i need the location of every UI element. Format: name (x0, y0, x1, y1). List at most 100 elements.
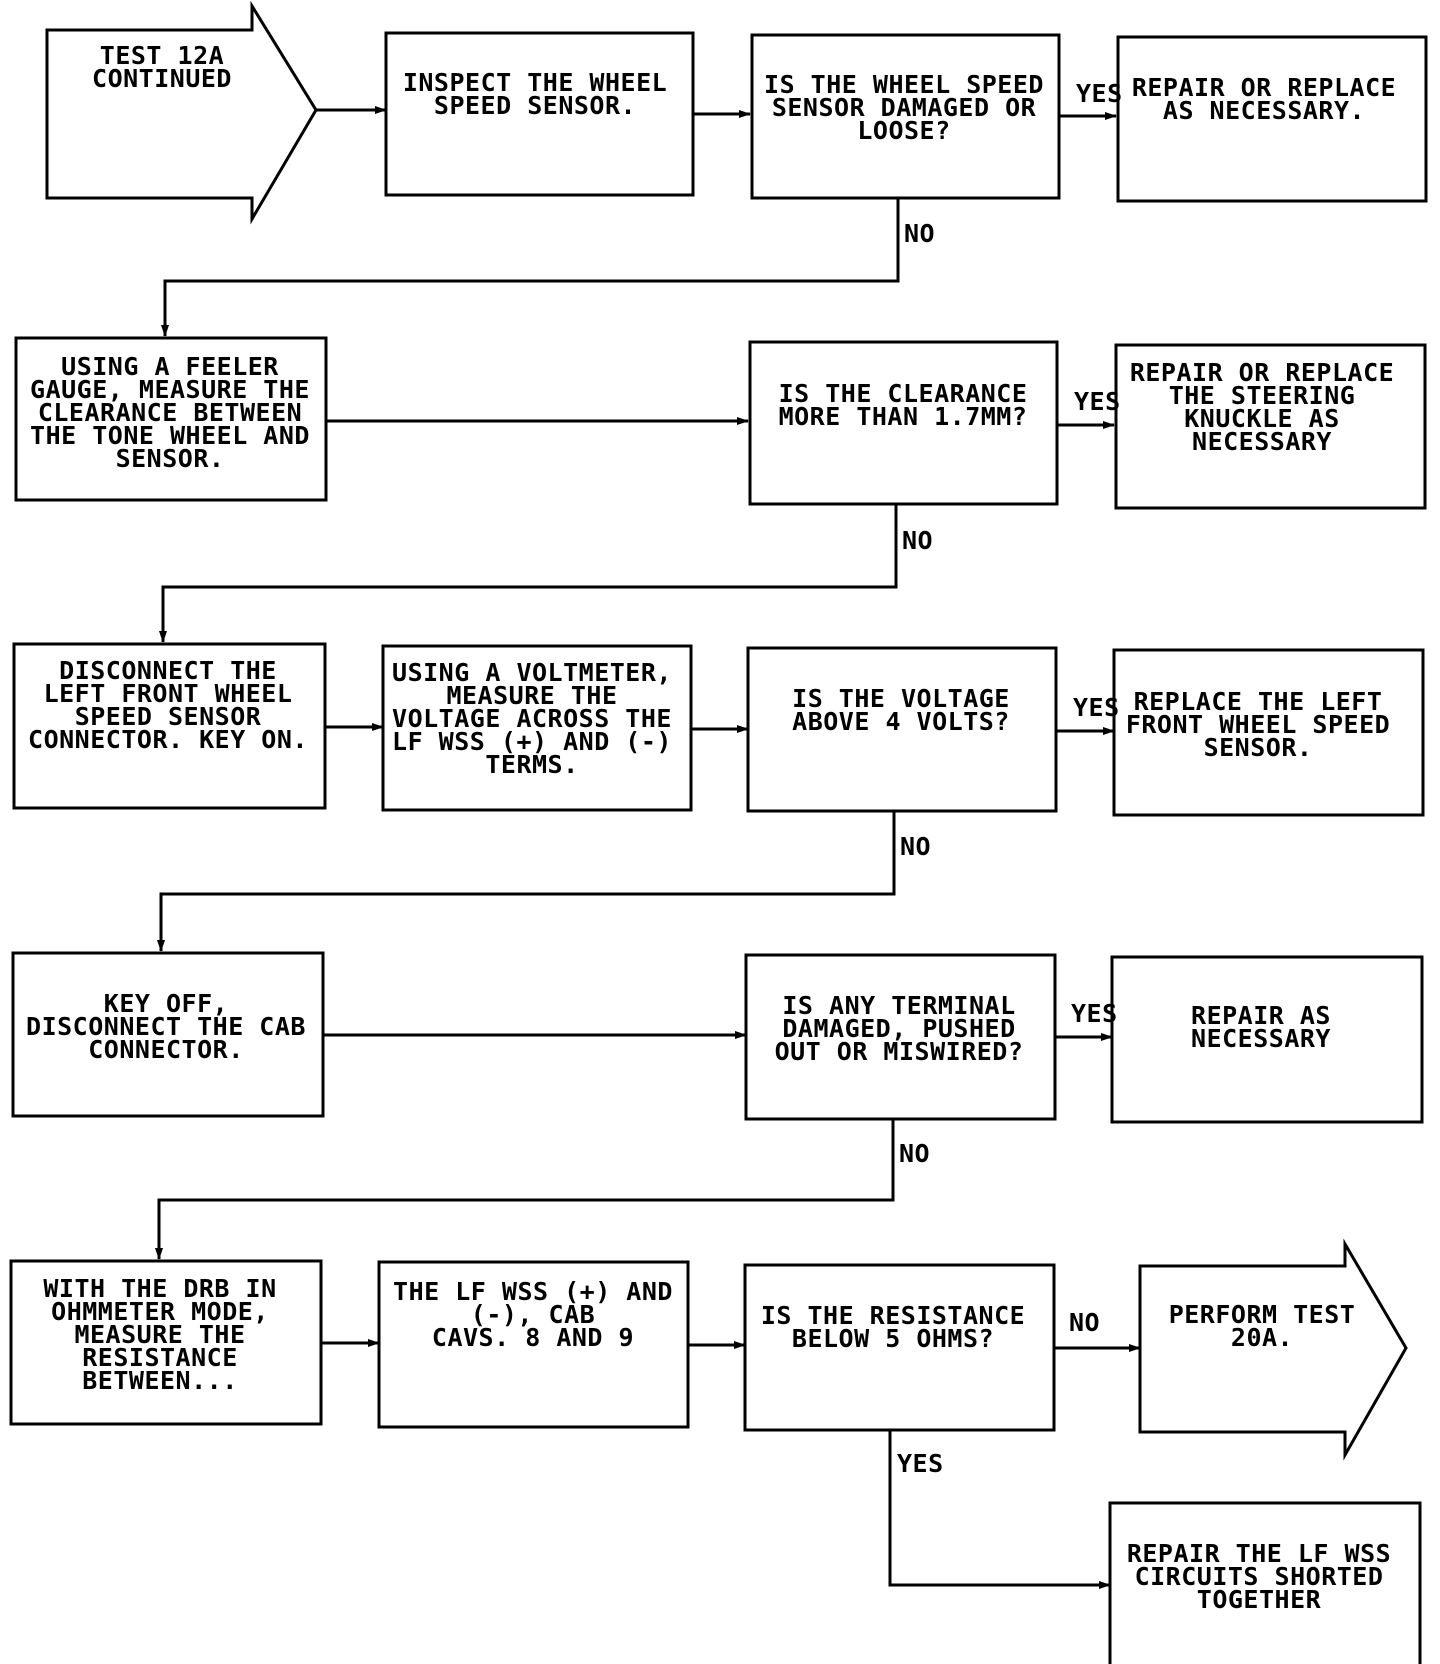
text-line: BETWEEN... (82, 1366, 238, 1395)
edge-label-yes-2: YES (1074, 387, 1121, 416)
text-line: SPEED SENSOR (75, 702, 262, 731)
text-line: TERMS. (485, 750, 578, 779)
text-line: IS THE VOLTAGE (792, 684, 1010, 713)
text-line: DISCONNECT THE (59, 656, 277, 685)
text-line: USING A VOLTMETER, (392, 658, 672, 687)
text-line: REPLACE THE LEFT (1134, 687, 1383, 716)
text-line: PERFORM TEST (1169, 1300, 1356, 1329)
text-line: OHMMETER MODE, (51, 1297, 269, 1326)
text-line: REPAIR OR REPLACE (1132, 73, 1396, 102)
text-line: CONNECTOR. KEY ON. (28, 725, 308, 754)
text-line: VOLTAGE ACROSS THE (392, 704, 672, 733)
text-line: KEY OFF, (104, 989, 228, 1018)
edge-label-no-4: NO (899, 1139, 930, 1168)
box-question-voltage (746, 646, 1058, 813)
shapes (9, 0, 1428, 1664)
text-line: CONNECTOR. (88, 1035, 244, 1064)
text-line: THE LF WSS (+) AND (393, 1277, 673, 1306)
text-line: SENSOR DAMAGED OR (772, 93, 1037, 122)
edge-label-no-2: NO (902, 526, 933, 555)
text-line: THE TONE WHEEL AND (30, 421, 310, 450)
text-line: 20A. (1231, 1323, 1293, 1352)
text-line: MEASURE THE (446, 681, 617, 710)
text-line: THE STEERING (1169, 381, 1356, 410)
box-question-clearance (748, 340, 1059, 506)
box-repair-replace (1116, 35, 1428, 203)
text-line: REPAIR THE LF WSS (1127, 1539, 1391, 1568)
box-ohmmeter (9, 1259, 323, 1426)
text-line: SENSOR. (1204, 733, 1313, 762)
text-line: INSPECT THE WHEEL (403, 68, 667, 97)
text-line: DISCONNECT THE CAB (26, 1012, 306, 1041)
text-line: IS THE CLEARANCE (779, 379, 1028, 408)
text-line: LOOSE? (857, 116, 950, 145)
box-cab-cavs (377, 1260, 690, 1429)
edge-label-no-3: NO (900, 832, 931, 861)
edge-label-yes-3: YES (1073, 693, 1120, 722)
text-line: LEFT FRONT WHEEL (44, 679, 293, 708)
connector-no-3 (157, 811, 896, 952)
text-line: MORE THAN 1.7MM? (779, 402, 1028, 431)
text-line: SPEED SENSOR. (434, 91, 636, 120)
connector-no-1 (161, 198, 900, 337)
connector-no-4 (155, 1119, 895, 1260)
connector-no-2 (159, 504, 898, 643)
start-arrow-shape (45, 0, 318, 225)
text-line: NECESSARY (1191, 1024, 1331, 1053)
box-repair-circuits (1108, 1501, 1422, 1664)
text-line: WITH THE DRB IN (43, 1274, 276, 1303)
text-line: SENSOR. (116, 444, 225, 473)
text-line: GAUGE, MEASURE THE (30, 375, 310, 404)
text-line: KNUCKLE AS (1184, 404, 1340, 433)
edge-label-no-1: NO (904, 219, 935, 248)
text-line: IS THE WHEEL SPEED (764, 70, 1044, 99)
text-line: RESISTANCE (82, 1343, 238, 1372)
box-inspect-sensor (384, 31, 695, 197)
text-line: IS THE RESISTANCE (761, 1301, 1025, 1330)
text-line: MEASURE THE (74, 1320, 245, 1349)
text-line: ABOVE 4 VOLTS? (792, 707, 1010, 736)
box-feeler-gauge (14, 336, 328, 502)
text-line: IS ANY TERMINAL (782, 991, 1015, 1020)
text-line: CONTINUED (92, 64, 232, 93)
text-line: REPAIR AS (1191, 1001, 1331, 1030)
edge-label-yes-1: YES (1076, 79, 1123, 108)
box-question-terminal (744, 953, 1057, 1121)
edge-label-yes-5: YES (897, 1449, 944, 1478)
text-line: USING A FEELER (61, 352, 279, 381)
box-disconnect-sensor (12, 642, 327, 810)
text-line: CIRCUITS SHORTED (1135, 1562, 1384, 1591)
connectors (155, 106, 1141, 1589)
box-repair-knuckle (1114, 343, 1427, 510)
text-line: FRONT WHEEL SPEED (1126, 710, 1390, 739)
end-arrow-shape (1138, 1238, 1408, 1461)
edge-label-yes-4: YES (1071, 999, 1118, 1028)
text-line: CAVS. 8 AND 9 (432, 1323, 634, 1352)
text-line: DAMAGED, PUSHED (782, 1014, 1015, 1043)
connector-yes-5 (888, 1430, 1111, 1589)
box-voltmeter (381, 644, 693, 812)
box-repair-terminal (1110, 955, 1424, 1124)
box-disconnect-cab (11, 951, 325, 1118)
text-line: NECESSARY (1192, 427, 1332, 456)
box-question-resistance (743, 1263, 1056, 1432)
text-line: LF WSS (+) AND (-) (392, 727, 672, 756)
